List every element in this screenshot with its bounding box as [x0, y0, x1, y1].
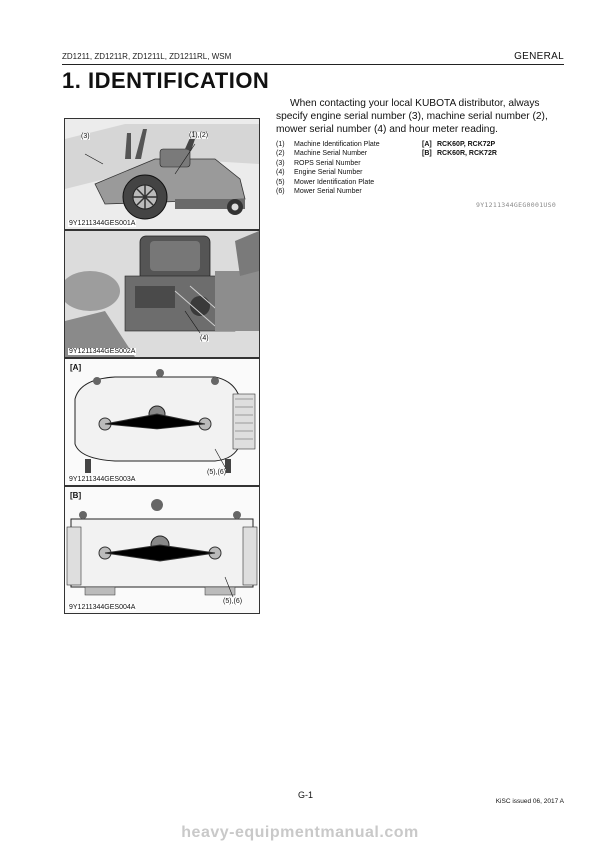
mower-side-illustration: [65, 119, 259, 229]
callout-machine-plate: (1),(2): [189, 132, 209, 139]
figure-code: 9Y1211344GES001A: [68, 220, 137, 227]
callout-rops: (3): [81, 133, 90, 140]
figure-code: 9Y1211344GES004A: [68, 604, 137, 611]
page-number: G-1: [298, 790, 314, 800]
header-section: GENERAL: [514, 51, 564, 62]
variant-bracket-a: [A]: [70, 363, 82, 372]
variant-list: [A]RCK60P, RCK72P [B]RCK60R, RCK72R: [422, 140, 497, 159]
issue-info: KiSC issued 06, 2017 A: [495, 798, 564, 805]
variant-item: [B]RCK60R, RCK72R: [422, 150, 497, 158]
variant-bracket-b: [B]: [70, 491, 82, 500]
document-code: 9Y1211344GEG0001US0: [476, 201, 557, 209]
legend-item: (2)Machine Serial Number: [276, 150, 368, 158]
callout-engine-serial: (4): [200, 335, 209, 342]
variant-item: [A]RCK60P, RCK72P: [422, 141, 496, 148]
intro-paragraph: When contacting your local KUBOTA distri…: [276, 98, 548, 135]
legend-item: (6)Mower Serial Number: [276, 188, 362, 196]
legend-item: (5)Mower Identification Plate: [276, 178, 375, 186]
figure-mower-deck-b: [B] (5),(6) 9Y1211344GES004A: [64, 486, 260, 614]
mower-deck-b-illustration: [65, 487, 259, 613]
watermark: heavy-equipmentmanual.com: [181, 824, 419, 841]
figure-code: 9Y1211344GES002A: [68, 348, 137, 355]
header-rule: [62, 64, 564, 65]
figure-mower-side: (3) (1),(2) 9Y1211344GES001A: [64, 118, 260, 230]
figure-mower-deck-a: [A] (5),(6) 9Y1211344GES003A: [64, 358, 260, 486]
callout-mower-plate: (5),(6): [207, 469, 227, 476]
page-title: 1. IDENTIFICATION: [62, 68, 270, 93]
legend-item: (1)Machine Identification Plate: [276, 141, 380, 148]
legend-item: (4)Engine Serial Number: [276, 169, 363, 177]
engine-illustration: [65, 231, 259, 357]
mower-deck-a-illustration: [65, 359, 259, 485]
figure-code: 9Y1211344GES003A: [68, 476, 137, 483]
callout-mower-plate: (5),(6): [223, 598, 243, 605]
legend-item: (3)ROPS Serial Number: [276, 159, 361, 167]
header-models: ZD1211, ZD1211R, ZD1211L, ZD1211RL, WSM: [62, 52, 232, 61]
figure-engine: (4) 9Y1211344GES002A: [64, 230, 260, 358]
legend-list: (1)Machine Identification Plate (2)Machi…: [276, 140, 576, 196]
